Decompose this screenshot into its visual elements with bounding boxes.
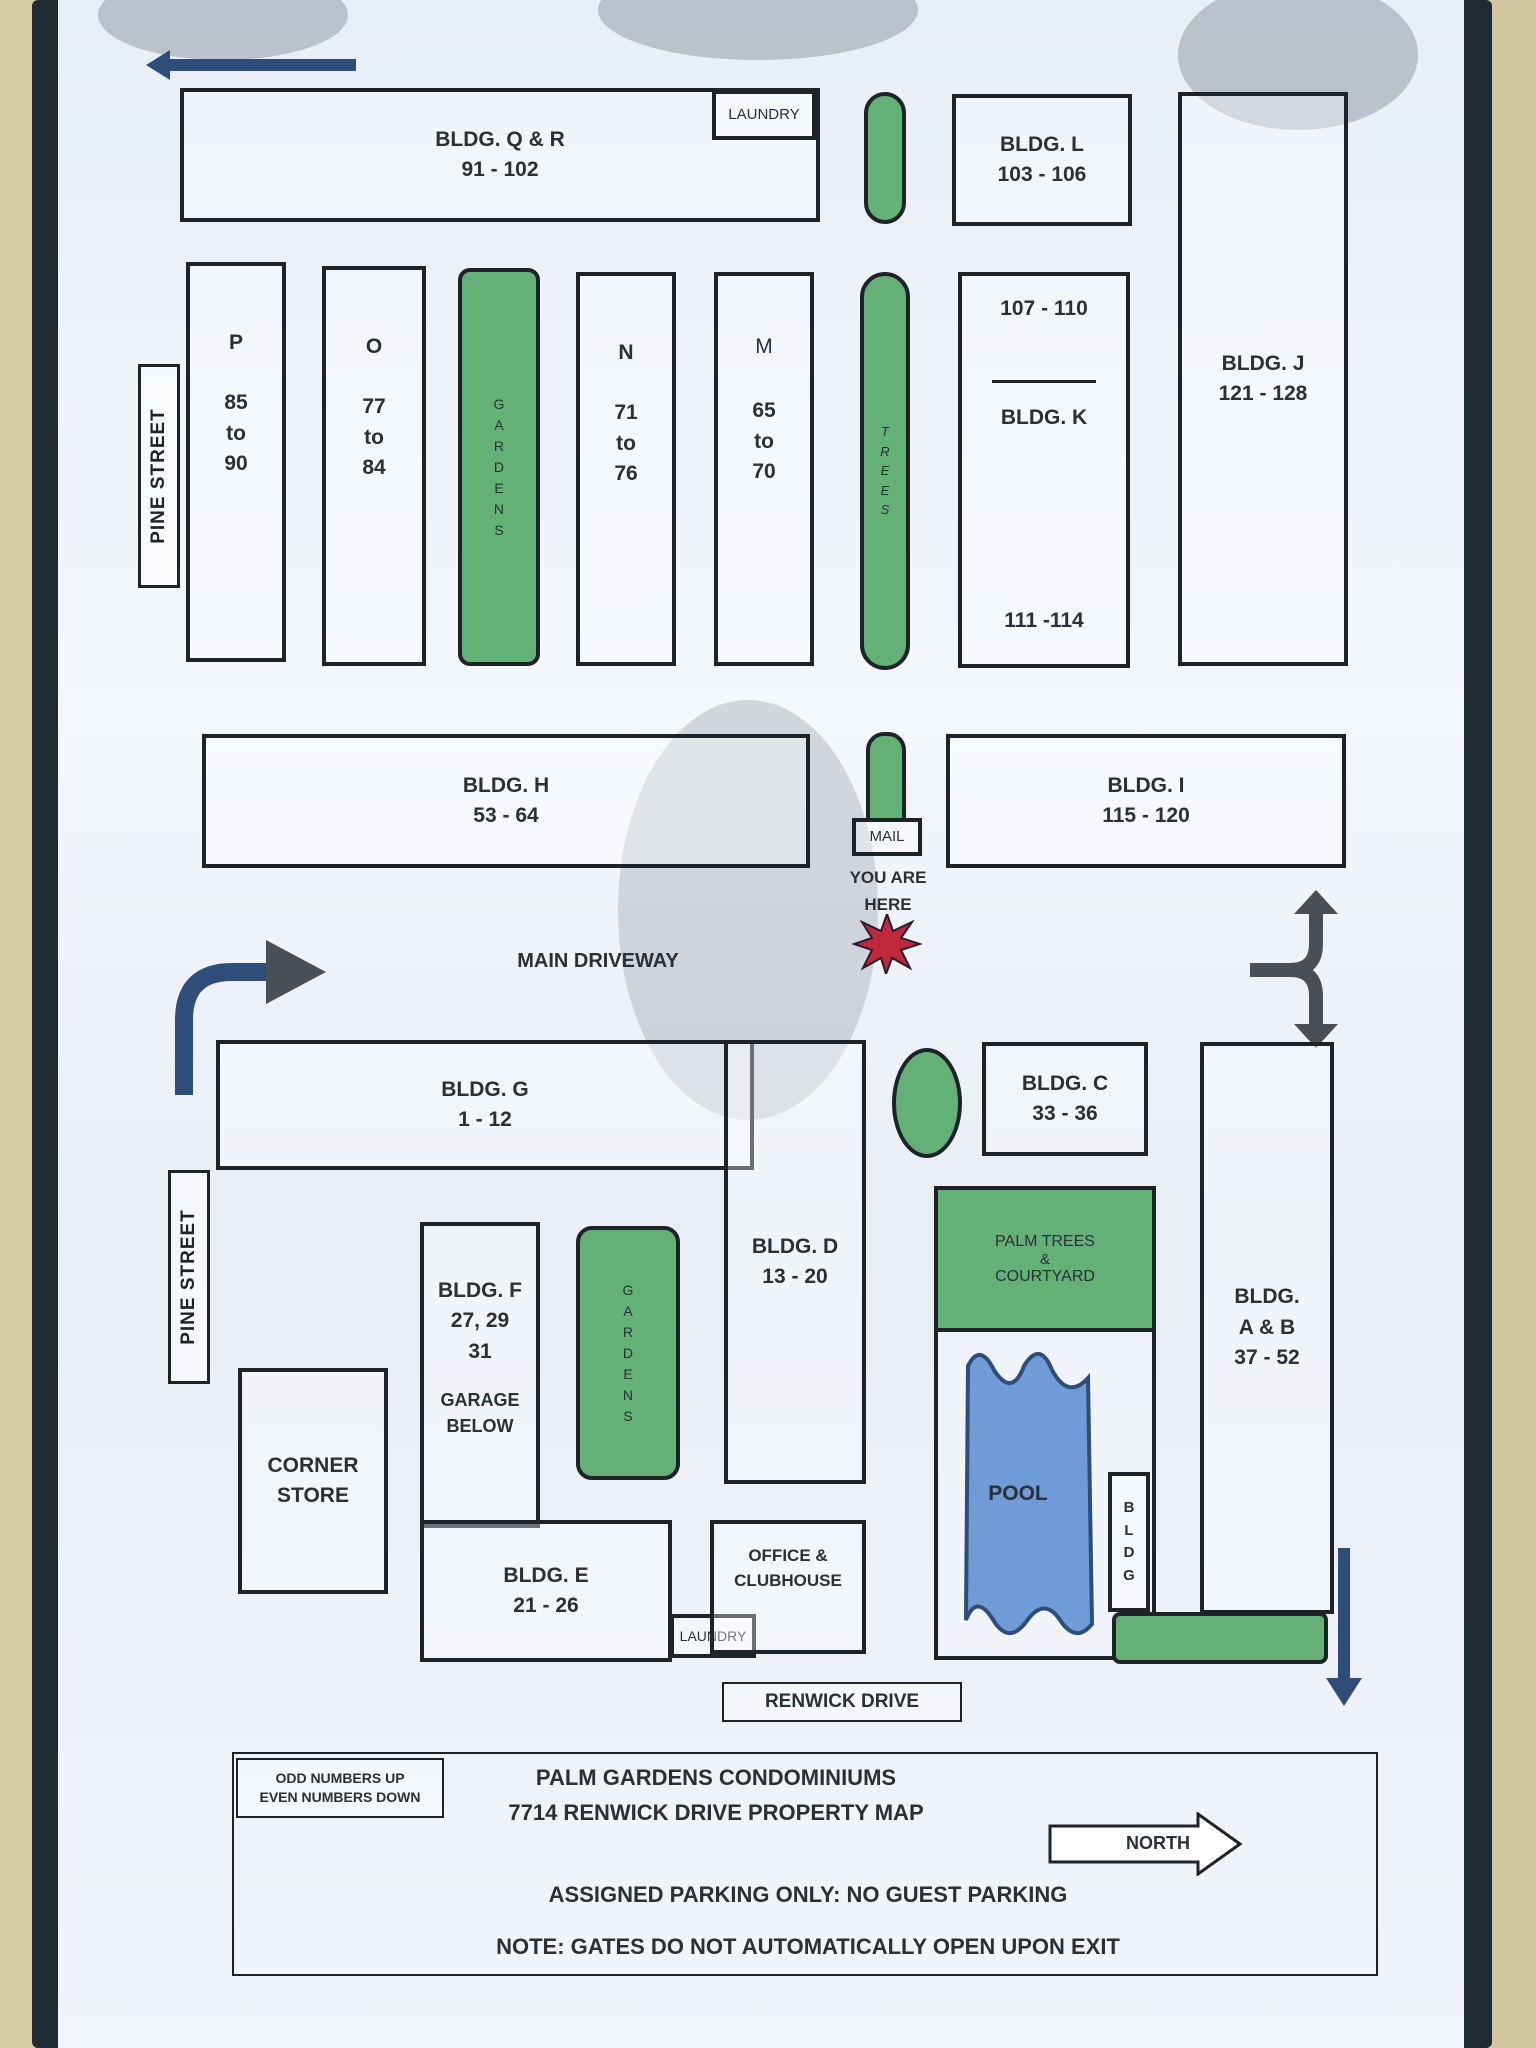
mail-box: MAIL (852, 818, 922, 856)
glare (618, 700, 878, 1120)
exit-fork-arrow (1250, 890, 1338, 1048)
you-are-here-label: YOU ARE HERE (849, 868, 927, 915)
building-i: BLDG. I 115 - 120 (946, 734, 1346, 868)
building-e: BLDG. E 21 - 26 (420, 1520, 672, 1662)
pool-label: POOL (988, 1482, 1048, 1505)
building-f: BLDG. F 27, 29 31 GARAGE BELOW (420, 1222, 540, 1528)
building-c: BLDG. C 33 - 36 (982, 1042, 1148, 1156)
renwick-drive-label: RENWICK DRIVE (722, 1682, 962, 1722)
north-arrow (1048, 1812, 1243, 1876)
mail-garden (866, 732, 906, 822)
pine-street-upper: PINE STREET (138, 364, 180, 588)
property-map-sheet: BLDG. Q & R 91 - 102 LAUNDRY BLDG. L 103… (58, 0, 1464, 2048)
pool (964, 1352, 1095, 1635)
legend-title: PALM GARDENS CONDOMINIUMS 7714 RENWICK D… (508, 1765, 924, 1826)
parking-note: ASSIGNED PARKING ONLY: NO GUEST PARKING (548, 1882, 1068, 1907)
laundry-top: LAUNDRY (712, 90, 816, 140)
corner-store: CORNER STORE (238, 1368, 388, 1594)
building-l: BLDG. L 103 - 106 (952, 94, 1132, 226)
office-clubhouse: OFFICE & CLUBHOUSE (710, 1520, 866, 1654)
building-m: M 65 to 70 (714, 272, 814, 666)
building-p: P 85 to 90 (186, 262, 286, 662)
building-d: BLDG. D 13 - 20 (724, 1040, 866, 1484)
pine-street-lower: PINE STREET (168, 1170, 210, 1384)
entrance-turn-arrow (175, 940, 326, 1095)
glare (1178, 0, 1418, 130)
gates-note: NOTE: GATES DO NOT AUTOMATICALLY OPEN UP… (496, 1934, 1120, 1959)
you-are-here-star-icon (852, 914, 922, 974)
exit-arrow-left (146, 50, 356, 80)
green-strip-bottom (1112, 1612, 1328, 1664)
building-o: O 77 to 84 (322, 266, 426, 666)
tree-strip-top (864, 92, 906, 224)
main-driveway-label: MAIN DRIVEWAY (517, 950, 679, 972)
building-k: 107 - 110 BLDG. K 111 -114 (958, 272, 1130, 668)
north-label: NORTH (1126, 1833, 1190, 1853)
building-n: N 71 to 76 (576, 272, 676, 666)
palm-trees-courtyard: PALM TREES & COURTYARD (934, 1186, 1156, 1332)
exit-arrow-down (1326, 1548, 1362, 1706)
building-a-b: BLDG. A & B 37 - 52 (1200, 1042, 1334, 1614)
odd-even-note: ODD NUMBERS UP EVEN NUMBERS DOWN (236, 1758, 444, 1818)
divider (992, 380, 1096, 384)
building-g: BLDG. G 1 - 12 (216, 1040, 754, 1170)
glare (598, 0, 918, 60)
green-oval (892, 1048, 962, 1158)
legend-box (232, 1752, 1378, 1976)
building-j: BLDG. J 121 - 128 (1178, 92, 1348, 666)
building-h: BLDG. H 53 - 64 (202, 734, 810, 868)
